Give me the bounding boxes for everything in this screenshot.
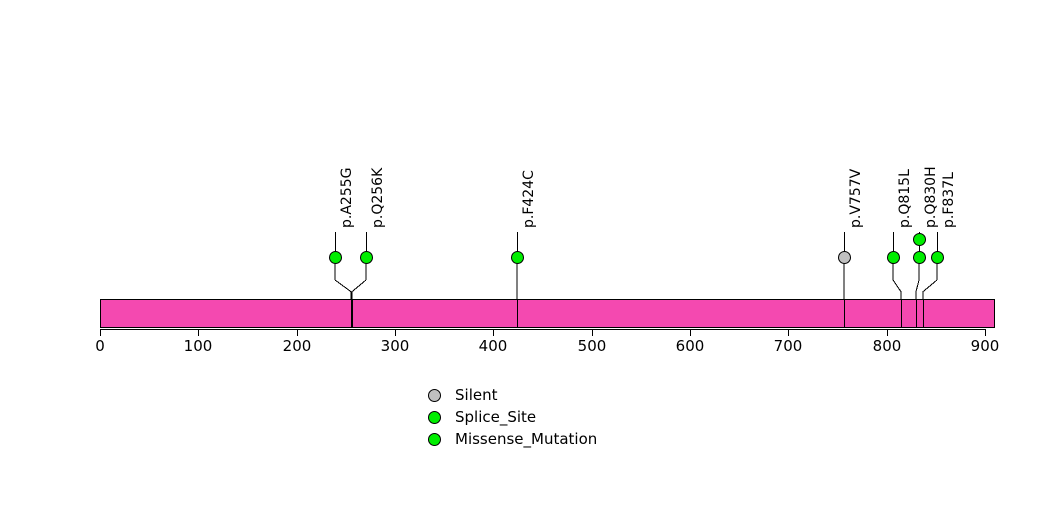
x-axis-tick <box>592 329 593 336</box>
x-axis-tick <box>690 329 691 336</box>
lollipop-connector <box>516 263 518 299</box>
legend-label: Silent <box>455 386 498 404</box>
lollipop-dot[interactable] <box>912 232 926 246</box>
mutation-site-mark <box>923 299 924 328</box>
lollipop-dot[interactable] <box>837 250 851 264</box>
mutation-site-mark <box>352 299 353 328</box>
mutation-label: p.A255G <box>339 167 355 228</box>
x-axis-tick <box>493 329 494 336</box>
lollipop-stem <box>366 232 367 257</box>
lollipop-stem <box>893 232 894 257</box>
mutation-label: p.Q256K <box>370 167 386 228</box>
x-axis-tick <box>788 329 789 336</box>
mutation-label: p.Q830H <box>923 166 939 228</box>
x-axis-tick-label: 100 <box>183 337 213 355</box>
mutation-label: p.Q815L <box>897 169 913 228</box>
lollipop-connector <box>334 263 352 299</box>
lollipop-connector <box>351 263 367 299</box>
x-axis-tick <box>985 329 986 336</box>
lollipop-stem <box>335 232 336 257</box>
lollipop-dot[interactable] <box>359 250 373 264</box>
mutation-site-mark <box>916 299 917 328</box>
x-axis-tick-label: 0 <box>95 337 105 355</box>
x-axis-tick <box>887 329 888 336</box>
lollipop-stack-segment <box>919 245 920 251</box>
lollipop-connector <box>922 263 938 299</box>
mutation-label: p.F424C <box>521 170 537 228</box>
x-axis-tick-label: 300 <box>380 337 410 355</box>
lollipop-dot[interactable] <box>328 250 342 264</box>
mutation-label: p.F837L <box>941 172 957 228</box>
lollipop-connector <box>915 263 920 299</box>
lollipop-connector <box>892 263 902 299</box>
lollipop-stem <box>517 232 518 257</box>
mutation-site-mark <box>844 299 845 328</box>
lollipop-stem <box>844 232 845 257</box>
x-axis-tick-label: 600 <box>675 337 705 355</box>
lollipop-dot[interactable] <box>886 250 900 264</box>
protein-backbone-bar <box>100 299 995 328</box>
x-axis-tick-label: 900 <box>970 337 1000 355</box>
legend-swatch-silent <box>428 389 441 402</box>
x-axis-tick <box>198 329 199 336</box>
x-axis-tick-label: 400 <box>478 337 508 355</box>
mutation-site-mark <box>517 299 518 328</box>
x-axis-line <box>100 329 986 330</box>
legend-label: Missense_Mutation <box>455 430 598 448</box>
lollipop-dot[interactable] <box>510 250 524 264</box>
lollipop-dot[interactable] <box>930 250 944 264</box>
x-axis-tick <box>100 329 101 336</box>
lollipop-connector <box>843 263 845 299</box>
mutation-site-mark <box>901 299 902 328</box>
lollipop-stem <box>937 232 938 257</box>
x-axis-tick-label: 700 <box>773 337 803 355</box>
x-axis-tick-label: 200 <box>282 337 312 355</box>
lollipop-dot[interactable] <box>912 250 926 264</box>
x-axis-tick-label: 500 <box>577 337 607 355</box>
x-axis-tick <box>395 329 396 336</box>
legend-label: Splice_Site <box>455 408 537 426</box>
mutation-label: p.V757V <box>848 168 864 228</box>
legend-swatch-missense-mutation <box>428 433 441 446</box>
mutation-site-mark <box>351 299 352 328</box>
x-axis-tick-label: 800 <box>872 337 902 355</box>
legend-swatch-splice-site <box>428 411 441 424</box>
x-axis-tick <box>297 329 298 336</box>
